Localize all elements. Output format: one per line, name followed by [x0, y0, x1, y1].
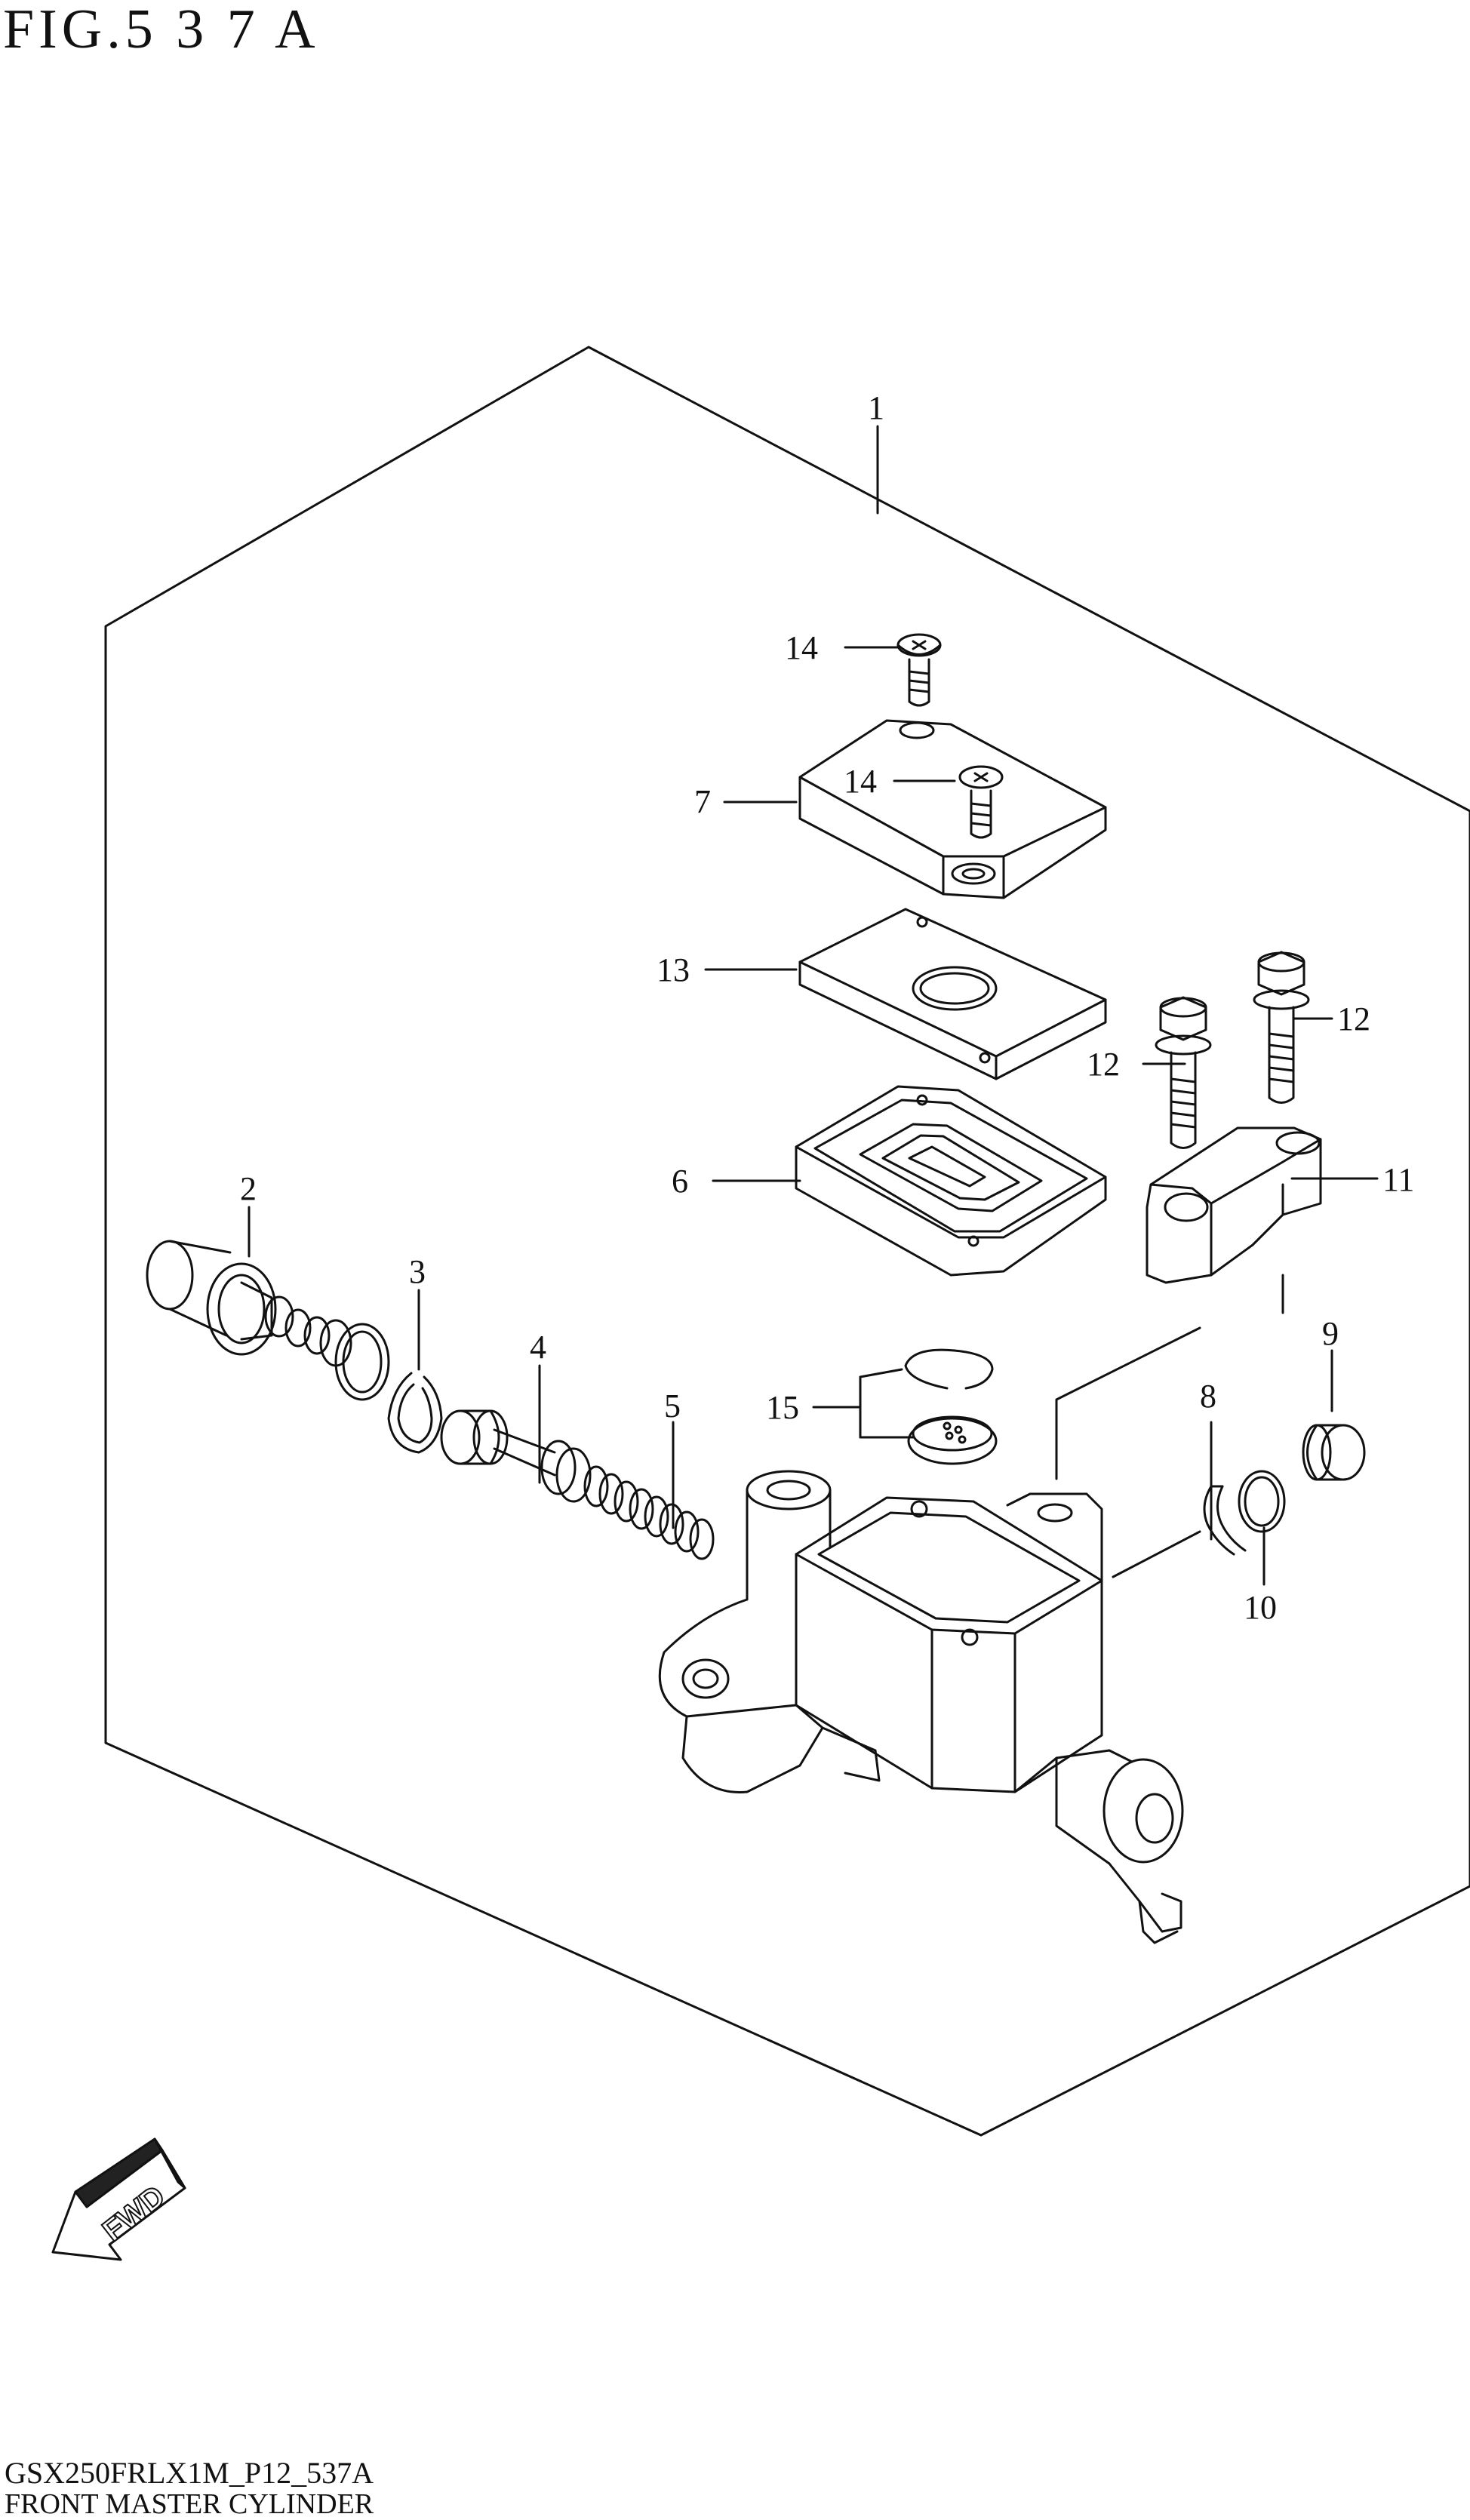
part-15-ring-filter: [904, 1348, 998, 1465]
callout-15: 15: [766, 1389, 799, 1426]
figure-name: FRONT MASTER CYLINDER: [5, 2488, 374, 2520]
callout-5: 5: [664, 1388, 681, 1424]
callout-1: 1: [868, 389, 884, 426]
part-6-diaphragm: [795, 1085, 1107, 1277]
callout-13: 13: [657, 951, 690, 988]
callout-2: 2: [240, 1170, 257, 1207]
callout-6: 6: [672, 1163, 688, 1200]
part-5-spring: [583, 1465, 715, 1560]
part-14-screw-upper: [896, 633, 942, 707]
part-11-holder: [1146, 1126, 1322, 1284]
callout-labels: 1 2 3 4 5 6 7 8 9 10 11 12 12 13 14 14 1…: [240, 389, 1414, 1626]
callout-10: 10: [1244, 1589, 1277, 1626]
part-13-plate: [798, 908, 1107, 1080]
callout-3: 3: [409, 1253, 426, 1290]
part-12-bolt-right: [1253, 951, 1310, 1104]
leader-lines: [248, 425, 1379, 1586]
callout-8: 8: [1200, 1378, 1216, 1415]
callout-14-lower: 14: [844, 763, 877, 800]
figure-code: GSX250FRLX1M_P12_537A: [5, 2456, 374, 2490]
part-8-clip: [1203, 1485, 1247, 1556]
assembly-boundary: [104, 346, 1470, 2137]
callout-12-left: 12: [1087, 1046, 1120, 1083]
part-10-o-ring: [1238, 1470, 1286, 1533]
fwd-arrow-icon: [51, 2137, 186, 2261]
callout-4: 4: [530, 1329, 546, 1366]
part-9-plug: [1302, 1424, 1366, 1481]
master-cylinder-body: [658, 1470, 1184, 1944]
part-7-reservoir-cap: [798, 719, 1107, 899]
figure-title: FIG.5 3 7 A: [3, 0, 320, 60]
callout-12-right: 12: [1337, 1000, 1370, 1037]
part-3-circlip: [387, 1372, 443, 1454]
callout-14-upper: 14: [785, 629, 818, 666]
part-2-boot: [146, 1240, 390, 1401]
callout-11: 11: [1382, 1161, 1414, 1198]
part-12-bolt-left: [1155, 996, 1212, 1149]
callout-9: 9: [1322, 1315, 1339, 1352]
callout-7: 7: [694, 783, 711, 820]
part-4-piston: [440, 1409, 592, 1503]
